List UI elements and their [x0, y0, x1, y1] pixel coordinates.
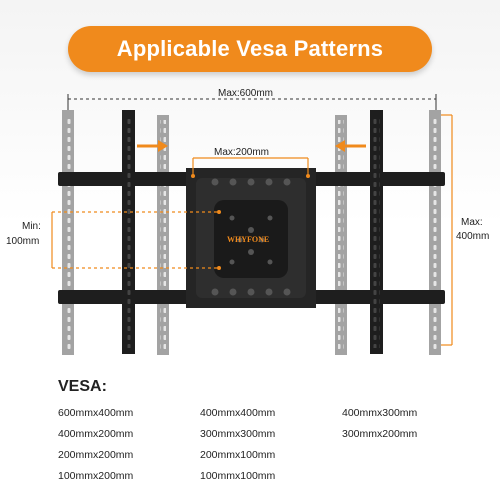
black-arm-left: [122, 110, 135, 354]
max-width-label: Max:600mm: [218, 88, 274, 99]
vesa-pattern: 200mmx100mm: [200, 449, 276, 461]
max-inner-width-label: Max:200mm: [214, 147, 270, 158]
vesa-pattern: 100mmx200mm: [58, 470, 134, 482]
max-height-dimension: [441, 114, 453, 346]
vesa-pattern: 600mmx400mm: [58, 407, 134, 419]
vesa-title: VESA:: [58, 378, 107, 395]
grey-arm-far-right: [429, 110, 441, 355]
vesa-pattern: 100mmx100mm: [200, 470, 276, 482]
inner-width-dimension: [191, 157, 310, 178]
vesa-pattern: 400mmx400mm: [200, 407, 276, 419]
slide-arrow-right-icon: [335, 140, 366, 152]
vesa-pattern: 400mmx300mm: [342, 407, 418, 419]
black-arm-right: [370, 110, 383, 354]
vesa-pattern: 300mmx200mm: [342, 428, 418, 440]
max-height-label-line1: Max:: [461, 217, 483, 228]
vesa-pattern: [342, 445, 458, 466]
grey-arm-mid-right: [335, 115, 347, 355]
min-height-label-line2: 100mm: [6, 236, 40, 247]
vesa-pattern: 200mmx200mm: [58, 449, 134, 461]
center-mount-plate: [186, 168, 316, 308]
vesa-pattern: 300mmx300mm: [200, 428, 276, 440]
min-height-label-line1: Min:: [22, 221, 41, 232]
vesa-pattern-list: 600mmx400mm 400mmx400mm 400mmx300mm 400m…: [58, 403, 458, 487]
vesa-pattern: 400mmx200mm: [58, 428, 134, 440]
brand-logo: WHYFONE: [227, 235, 270, 244]
banner-title: Applicable Vesa Patterns: [116, 36, 384, 61]
slide-arrow-left-icon: [137, 140, 168, 152]
max-height-label-line2: 400mm: [456, 231, 490, 242]
title-banner: Applicable Vesa Patterns: [68, 26, 432, 72]
min-height-dimension: [51, 210, 221, 270]
max-width-dimension: [67, 94, 437, 110]
vesa-pattern: [342, 466, 458, 487]
grey-arm-far-left: [62, 110, 74, 355]
